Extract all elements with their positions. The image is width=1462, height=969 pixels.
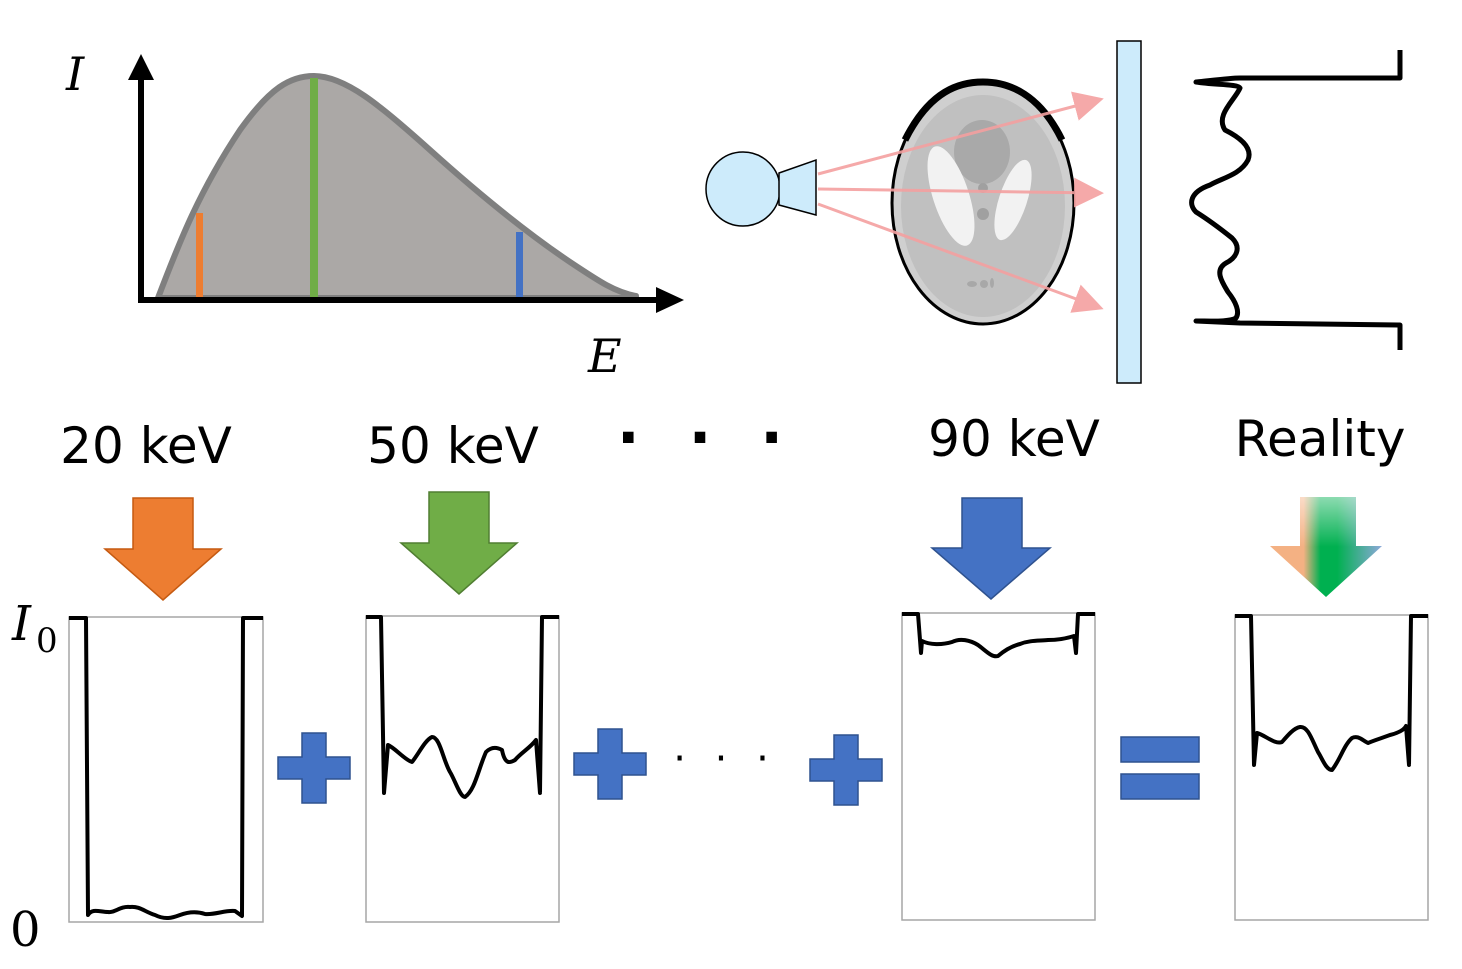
arrow-down-50kev: [399, 491, 519, 595]
profile-box-90kev: [901, 612, 1096, 921]
profile-frame-reality: [1234, 614, 1429, 921]
plus-sign-1: [277, 732, 351, 804]
xray-source-nozzle: [778, 158, 817, 216]
profile-curve-90kev: [902, 612, 1095, 659]
x-axis-label: E: [587, 329, 622, 383]
label-50kev: 50 keV: [367, 417, 539, 475]
profile-box-reality: [1234, 614, 1429, 921]
equals-bar-top: [1120, 736, 1200, 763]
arrow-down-reality-fade: [1270, 497, 1382, 597]
label-ellipsis: · · ·: [617, 403, 797, 473]
beam-middle: [817, 177, 1104, 208]
spectrum-area: [155, 73, 639, 301]
phantom-dot-3: [967, 281, 977, 287]
plus-sign-3: [809, 734, 883, 806]
ct-setup: [705, 40, 1403, 384]
phantom-dark-region: [954, 120, 1010, 184]
phantom-dot-5: [990, 278, 994, 288]
equals-sign: [1120, 736, 1200, 800]
arrow-down-20kev: [103, 497, 223, 601]
profile-box-50kev: [365, 615, 560, 923]
beam-upper: [817, 91, 1104, 176]
detector-profile-curve: [1189, 50, 1403, 350]
spectrum-chart: I E: [65, 47, 684, 383]
y-axis-label: I: [65, 47, 85, 101]
y-axis-arrowhead: [128, 54, 154, 80]
spectrum-line-90kev: [516, 232, 523, 298]
phantom-dot-4: [980, 280, 988, 288]
profile-frame-50kev: [365, 615, 560, 923]
spectrum-line-20kev: [196, 213, 203, 298]
equals-bar-bottom: [1120, 773, 1200, 800]
spectrum-line-50kev: [310, 78, 318, 298]
profile-box-20kev: [68, 616, 264, 923]
phantom-right-lobe: [994, 159, 1032, 241]
phantom-top-rim: [901, 78, 1066, 142]
profile-frame-20kev: [68, 616, 264, 923]
beam-lower: [817, 202, 1104, 313]
label-20kev: 20 keV: [60, 417, 232, 475]
phantom-dot-2: [977, 208, 989, 220]
profile-curve-20kev: [69, 616, 263, 920]
plot-axis-top-label: I: [11, 596, 32, 652]
plot-axis-top-subscript: 0: [36, 621, 58, 661]
profile-frame-90kev: [901, 612, 1096, 921]
phantom-left-lobe: [927, 146, 975, 246]
detector-panel: [1116, 40, 1142, 384]
x-axis-arrowhead: [656, 287, 684, 313]
label-reality: Reality: [1235, 410, 1406, 468]
profile-curve-50kev: [366, 615, 559, 799]
label-90kev: 90 keV: [928, 410, 1100, 468]
arrow-down-90kev: [929, 497, 1053, 600]
xray-source-bulb: [705, 151, 781, 227]
profile-curve-reality: [1235, 614, 1428, 772]
plus-sign-2: [573, 728, 647, 800]
plot-axis-bottom-label: 0: [10, 902, 41, 958]
operator-ellipsis: · · ·: [673, 736, 777, 782]
